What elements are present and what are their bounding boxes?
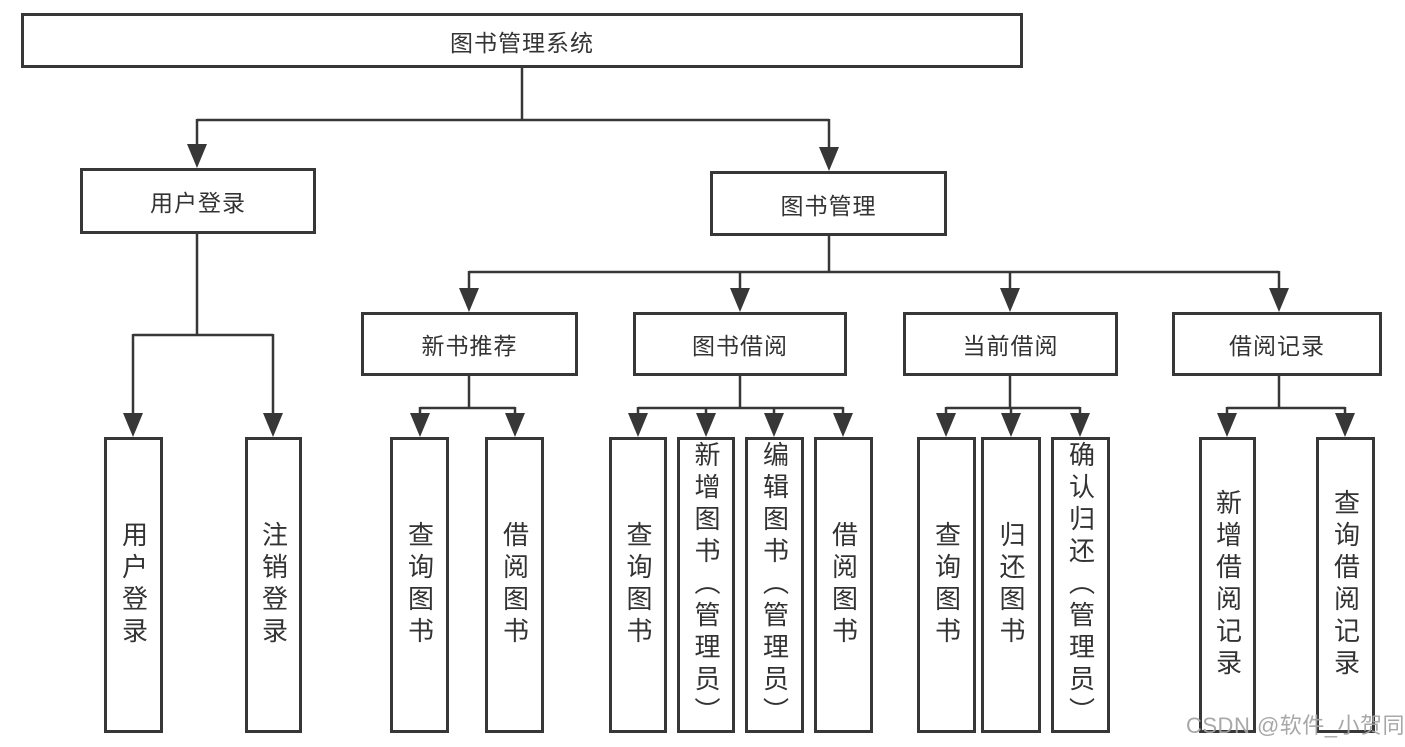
node-user-login-label: 用户登录 [150,190,246,216]
node-current-borrow-label: 当前借阅 [962,333,1059,359]
leaf-borrow-books-label: 借阅图书 [828,521,859,649]
leaf-user-login: 用户登录 [104,437,163,733]
leaf-user-login-label: 用户登录 [118,521,149,649]
node-borrow-records-label: 借阅记录 [1229,333,1325,359]
leaf-add-books-admin: 新增图书（管理员） [677,437,735,733]
leaf-edit-books-admin-label: 编辑图书（管理员） [759,441,790,729]
csdn-watermark: CSDN @软件_小贺同学 [1186,713,1405,738]
node-book-borrow: 图书借阅 [633,312,847,376]
leaf-add-borrow-record: 新增借阅记录 [1199,437,1256,733]
node-book-borrow-label: 图书借阅 [692,333,788,359]
leaf-query-borrow-record-label: 查询借阅记录 [1330,489,1361,681]
leaf-borrow-books: 借阅图书 [814,437,873,733]
leaf-add-books-admin-label: 新增图书（管理员） [691,441,721,729]
leaf-borrow-books-recommend-label: 借阅图书 [499,521,530,649]
node-book-management: 图书管理 [710,171,947,236]
leaf-confirm-return-admin-label: 确认归还（管理员） [1065,441,1096,729]
leaf-query-books-recommend-label: 查询图书 [404,521,435,649]
leaf-borrow-books-recommend: 借阅图书 [485,437,544,733]
leaf-query-borrow-record: 查询借阅记录 [1316,437,1375,733]
node-current-borrow: 当前借阅 [903,312,1118,376]
leaf-add-borrow-record-label: 新增借阅记录 [1212,489,1243,681]
node-book-management-label: 图书管理 [780,192,877,219]
leaf-query-books-borrow: 查询图书 [609,437,667,733]
node-user-login: 用户登录 [80,168,316,234]
node-new-book-recommend: 新书推荐 [361,312,578,376]
leaf-edit-books-admin: 编辑图书（管理员） [745,437,804,733]
node-new-book-recommend-label: 新书推荐 [421,333,518,359]
root-node-label: 图书管理系统 [450,29,594,56]
leaf-logout-label: 注销登录 [258,521,289,649]
leaf-confirm-return-admin: 确认归还（管理员） [1051,437,1110,733]
leaf-query-books-current-label: 查询图书 [931,521,962,649]
leaf-query-books-borrow-label: 查询图书 [623,521,653,649]
root-node-system-title: 图书管理系统 [21,13,1023,68]
leaf-logout: 注销登录 [245,437,302,733]
leaf-query-books-recommend: 查询图书 [390,437,449,733]
leaf-return-books: 归还图书 [981,437,1041,733]
leaf-return-books-label: 归还图书 [996,521,1026,649]
leaf-query-books-current: 查询图书 [917,437,976,733]
node-borrow-records: 借阅记录 [1172,312,1382,376]
